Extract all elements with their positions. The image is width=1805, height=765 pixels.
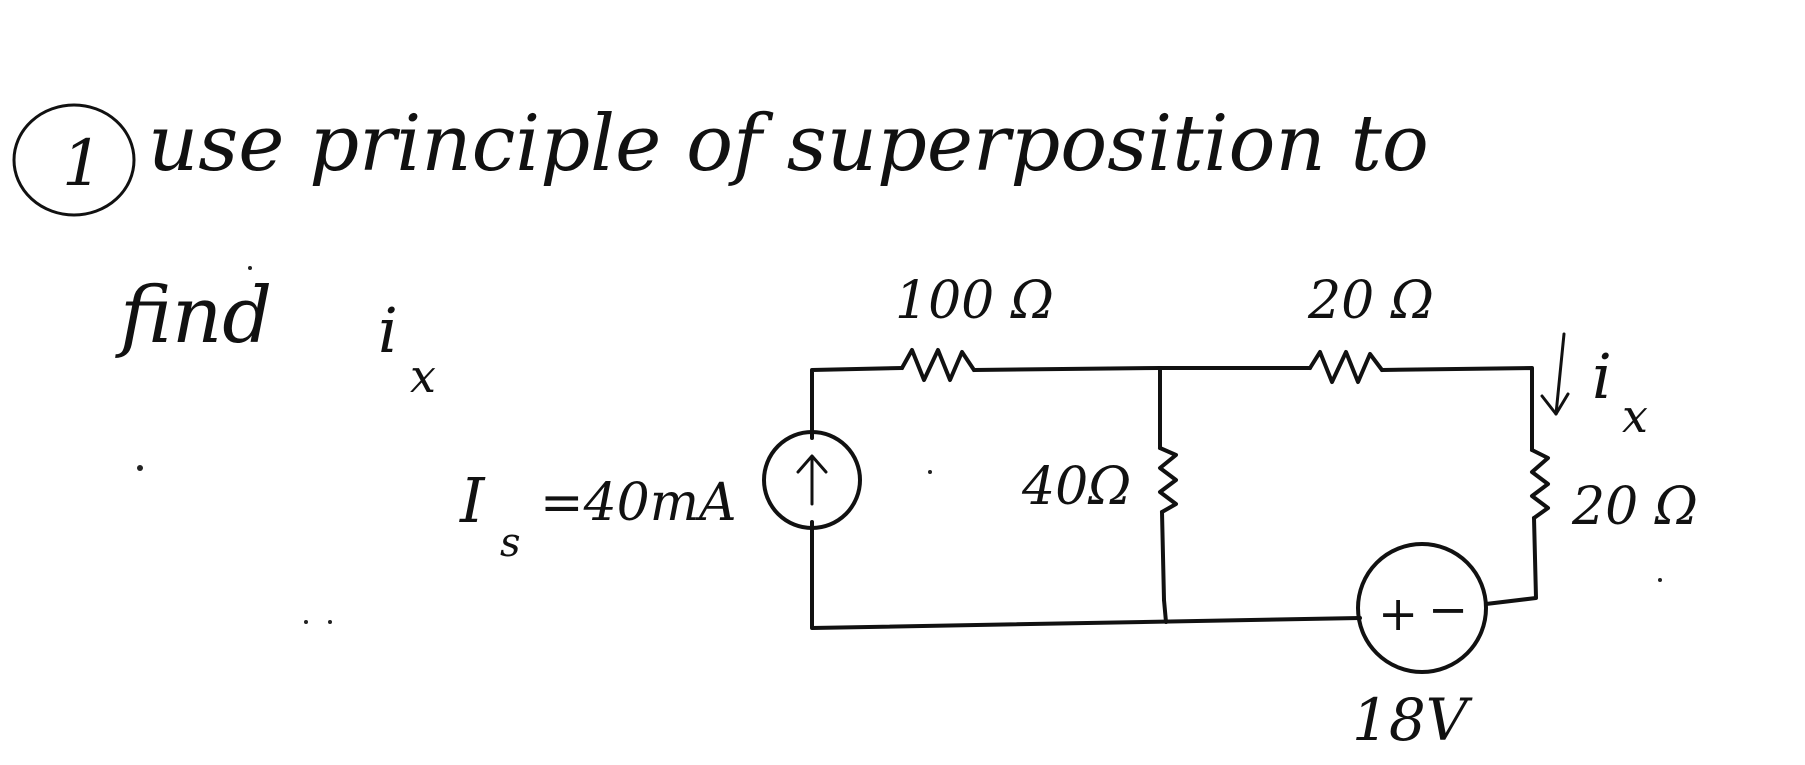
wire-top-middle — [972, 366, 1162, 372]
branch-current-subscript: x — [1622, 389, 1648, 443]
voltage-source-circle — [1356, 542, 1488, 674]
stray-dot — [928, 470, 932, 474]
voltage-source-plus: + — [1378, 586, 1418, 642]
current-source-subscript: s — [500, 520, 521, 566]
target-subscript: x — [410, 349, 436, 403]
resistor-100-zigzag — [900, 348, 976, 382]
resistor-40-zigzag — [1158, 446, 1178, 514]
resistor-20-right-zigzag — [1530, 448, 1550, 520]
problem-number-circle — [12, 103, 136, 217]
current-source-circle — [762, 430, 862, 530]
branch-current-symbol: i — [1592, 340, 1612, 413]
voltage-source-minus: − — [1428, 582, 1468, 638]
current-source-value: =40mA — [540, 473, 737, 533]
label-r-100: 100 Ω — [895, 271, 1054, 331]
resistor-20-top-zigzag — [1308, 350, 1384, 384]
problem-line-2: find — [115, 271, 272, 361]
wire-right-lower — [1484, 516, 1538, 606]
down-arrow-icon — [1540, 332, 1570, 416]
current-source-symbol: I — [459, 464, 486, 537]
label-r-20-top: 20 Ω — [1307, 271, 1434, 331]
problem-number: 1 — [62, 127, 103, 201]
wire-bottom — [810, 520, 1362, 630]
stray-dot — [328, 620, 332, 624]
wire-left-upper — [810, 366, 904, 440]
label-voltage-source: 18V — [1352, 686, 1473, 754]
problem-line-1: use principle of superposition to — [148, 99, 1429, 189]
wire-top-to-right-corner — [1380, 366, 1534, 452]
label-r-20-right: 20 Ω — [1571, 477, 1698, 537]
target-symbol: i — [378, 294, 398, 367]
label-r-40: 40Ω — [1021, 457, 1131, 517]
wire-bottom-middle-join — [1162, 598, 1168, 624]
wire-middle-lower — [1160, 510, 1166, 602]
stray-dot — [137, 465, 143, 471]
stray-dot — [248, 266, 252, 270]
up-arrow-icon — [796, 454, 828, 506]
stray-dot — [304, 620, 308, 624]
stray-dot — [1658, 578, 1662, 582]
